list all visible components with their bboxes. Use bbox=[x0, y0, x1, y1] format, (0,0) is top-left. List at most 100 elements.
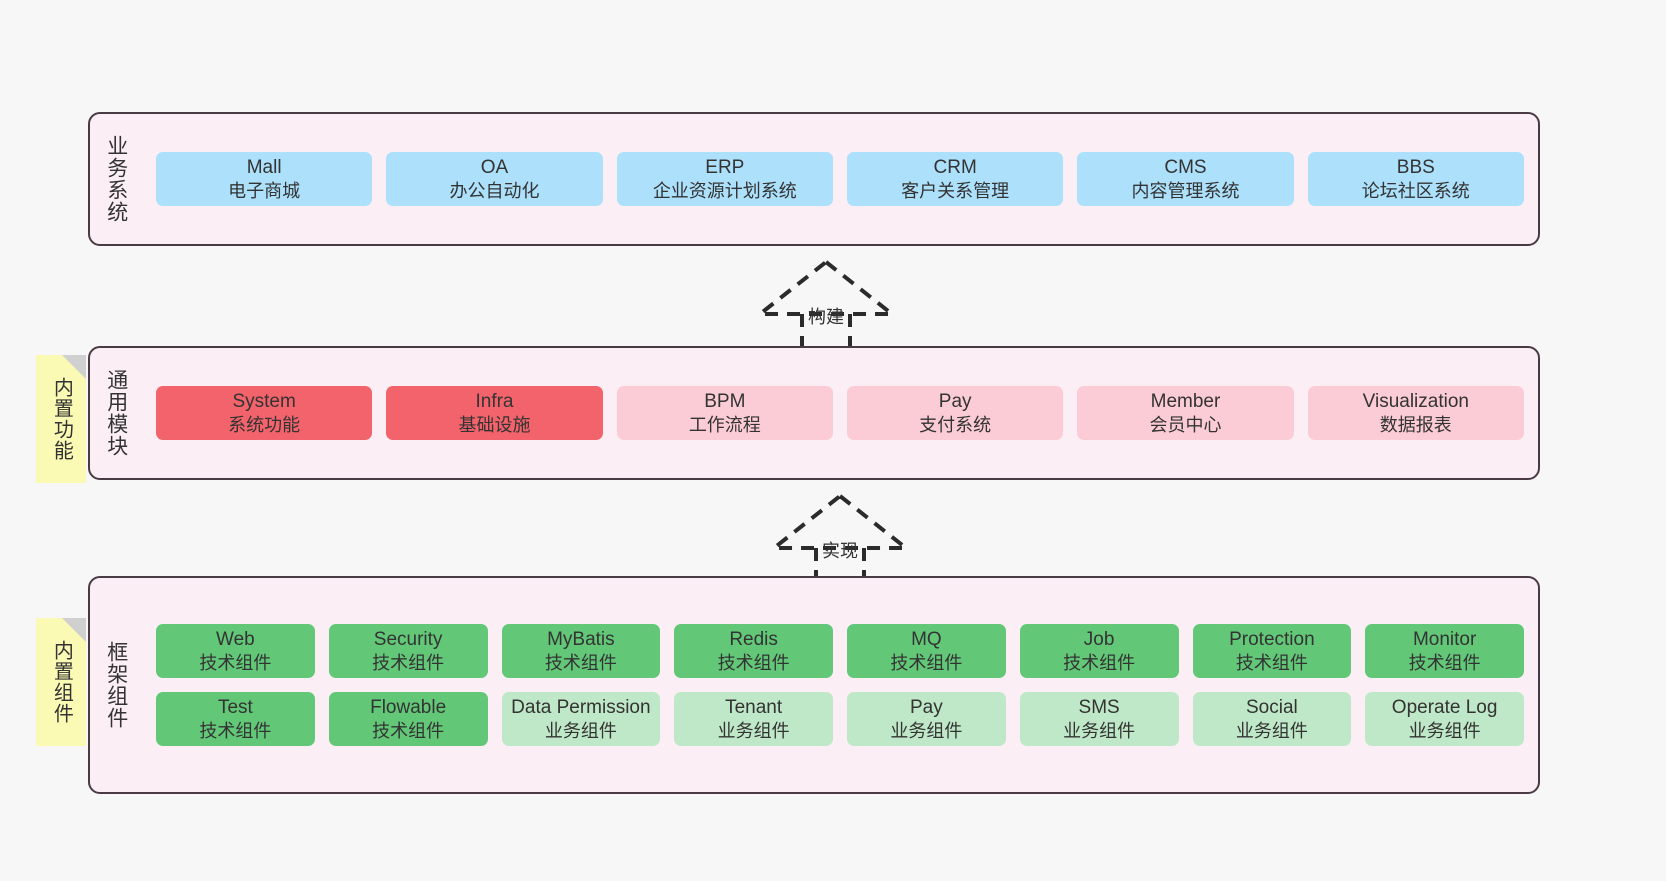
layer-framework-components-body: Web 技术组件 Security 技术组件 MyBatis 技术组件 Redi… bbox=[142, 578, 1538, 792]
node-title: Social bbox=[1246, 697, 1298, 718]
node-subtitle: 技术组件 bbox=[890, 652, 963, 673]
node-monitor[interactable]: Monitor 技术组件 bbox=[1365, 624, 1524, 678]
framework-components-row-tech: Web 技术组件 Security 技术组件 MyBatis 技术组件 Redi… bbox=[156, 624, 1524, 678]
note-builtin-function-text: 内置功能 bbox=[50, 377, 73, 461]
node-web[interactable]: Web 技术组件 bbox=[156, 624, 315, 678]
node-subtitle: 技术组件 bbox=[544, 652, 617, 673]
node-title: Web bbox=[216, 629, 255, 651]
node-title: Operate Log bbox=[1391, 697, 1498, 718]
node-subtitle: 企业资源计划系统 bbox=[652, 180, 797, 201]
node-title: MQ bbox=[911, 629, 942, 651]
node-cms[interactable]: CMS 内容管理系统 bbox=[1077, 152, 1294, 206]
connector-build-arrow bbox=[754, 259, 898, 350]
node-title: Test bbox=[217, 697, 253, 718]
layer-common-modules-label: 通用模块 bbox=[104, 369, 128, 457]
layer-common-modules-body: System 系统功能 Infra 基础设施 BPM 工作流程 Pay 支付系统… bbox=[142, 348, 1538, 478]
layer-business-systems-label: 业务系统 bbox=[104, 135, 128, 223]
node-title: System bbox=[232, 391, 296, 413]
node-subtitle: 技术组件 bbox=[372, 652, 445, 673]
node-subtitle: 技术组件 bbox=[199, 652, 272, 673]
node-mybatis[interactable]: MyBatis 技术组件 bbox=[501, 624, 661, 678]
node-job[interactable]: Job 技术组件 bbox=[1019, 624, 1179, 678]
node-title: Redis bbox=[729, 629, 778, 651]
node-member[interactable]: Member 会员中心 bbox=[1077, 386, 1294, 440]
node-subtitle: 业务组件 bbox=[1063, 720, 1136, 741]
node-subtitle: 技术组件 bbox=[199, 720, 272, 741]
node-subtitle: 业务组件 bbox=[717, 720, 790, 741]
note-builtin-component: 内置组件 bbox=[36, 618, 86, 746]
node-subtitle: 技术组件 bbox=[1063, 652, 1136, 673]
node-title: Security bbox=[373, 629, 443, 651]
node-title: MyBatis bbox=[547, 629, 615, 651]
node-title: Pay bbox=[910, 697, 943, 718]
node-subtitle: 支付系统 bbox=[919, 414, 992, 435]
node-mq[interactable]: MQ 技术组件 bbox=[847, 624, 1006, 678]
node-visualization[interactable]: Visualization 数据报表 bbox=[1307, 386, 1524, 440]
node-subtitle: 业务组件 bbox=[1235, 720, 1308, 741]
node-title: Mall bbox=[246, 157, 282, 179]
node-pay-module[interactable]: Pay 支付系统 bbox=[846, 386, 1064, 440]
node-subtitle: 客户关系管理 bbox=[901, 180, 1010, 201]
note-fold-corner-icon bbox=[62, 355, 86, 379]
layer-framework-components[interactable]: 框架组件 Web 技术组件 Security 技术组件 MyBatis 技术组件… bbox=[88, 576, 1540, 794]
node-title: BBS bbox=[1396, 157, 1435, 179]
node-title: Pay bbox=[938, 391, 972, 413]
node-security[interactable]: Security 技术组件 bbox=[328, 624, 488, 678]
node-subtitle: 办公自动化 bbox=[449, 180, 540, 201]
node-subtitle: 数据报表 bbox=[1379, 414, 1452, 435]
node-protection[interactable]: Protection 技术组件 bbox=[1192, 624, 1352, 678]
node-title: Tenant bbox=[725, 697, 783, 718]
node-social[interactable]: Social 业务组件 bbox=[1192, 692, 1352, 746]
node-subtitle: 技术组件 bbox=[372, 720, 445, 741]
node-title: CMS bbox=[1164, 157, 1207, 179]
connector-implement-label: 实现 bbox=[822, 541, 858, 561]
node-mall[interactable]: Mall 电子商城 bbox=[156, 152, 373, 206]
node-title: Monitor bbox=[1412, 629, 1477, 651]
arrow-stem bbox=[800, 314, 852, 350]
node-subtitle: 业务组件 bbox=[890, 720, 963, 741]
layer-common-modules[interactable]: 通用模块 System 系统功能 Infra 基础设施 BPM 工作流程 Pay bbox=[88, 346, 1540, 480]
node-subtitle: 论坛社区系统 bbox=[1361, 180, 1470, 201]
node-title: BPM bbox=[704, 391, 746, 413]
node-oa[interactable]: OA 办公自动化 bbox=[386, 152, 603, 206]
layer-business-systems[interactable]: 业务系统 Mall 电子商城 OA 办公自动化 ERP 企业资源计划系统 CRM bbox=[88, 112, 1540, 246]
node-data-permission[interactable]: Data Permission 业务组件 bbox=[501, 692, 661, 746]
node-subtitle: 基础设施 bbox=[458, 414, 531, 435]
note-fold-corner-icon bbox=[62, 618, 86, 642]
note-builtin-function: 内置功能 bbox=[36, 355, 86, 483]
node-erp[interactable]: ERP 企业资源计划系统 bbox=[616, 152, 833, 206]
node-subtitle: 技术组件 bbox=[1408, 652, 1481, 673]
node-system[interactable]: System 系统功能 bbox=[156, 386, 373, 440]
framework-components-row-business: Test 技术组件 Flowable 技术组件 Data Permission … bbox=[156, 692, 1524, 746]
node-sms[interactable]: SMS 业务组件 bbox=[1019, 692, 1179, 746]
node-title: Visualization bbox=[1362, 391, 1469, 413]
node-operate-log[interactable]: Operate Log 业务组件 bbox=[1365, 692, 1524, 746]
node-bbs[interactable]: BBS 论坛社区系统 bbox=[1307, 152, 1524, 206]
node-subtitle: 工作流程 bbox=[688, 414, 761, 435]
connector-implement: 实现 bbox=[768, 492, 920, 584]
layer-framework-components-label: 框架组件 bbox=[104, 641, 128, 729]
node-title: Flowable bbox=[370, 697, 447, 718]
node-infra[interactable]: Infra 基础设施 bbox=[386, 386, 603, 440]
node-subtitle: 系统功能 bbox=[228, 414, 301, 435]
node-title: ERP bbox=[705, 157, 745, 179]
node-subtitle: 技术组件 bbox=[717, 652, 790, 673]
layer-business-systems-body: Mall 电子商城 OA 办公自动化 ERP 企业资源计划系统 CRM 客户关系… bbox=[142, 114, 1538, 244]
node-flowable[interactable]: Flowable 技术组件 bbox=[328, 692, 488, 746]
node-bpm[interactable]: BPM 工作流程 bbox=[616, 386, 833, 440]
node-pay-component[interactable]: Pay 业务组件 bbox=[847, 692, 1006, 746]
node-subtitle: 业务组件 bbox=[1408, 720, 1481, 741]
node-redis[interactable]: Redis 技术组件 bbox=[674, 624, 833, 678]
connector-build: 构建 bbox=[754, 258, 906, 350]
node-title: Member bbox=[1150, 391, 1221, 413]
node-test[interactable]: Test 技术组件 bbox=[156, 692, 315, 746]
node-subtitle: 技术组件 bbox=[1235, 652, 1308, 673]
node-title: CRM bbox=[933, 157, 977, 179]
node-title: SMS bbox=[1078, 697, 1120, 718]
node-subtitle: 会员中心 bbox=[1149, 414, 1222, 435]
node-tenant[interactable]: Tenant 业务组件 bbox=[674, 692, 833, 746]
common-modules-row: System 系统功能 Infra 基础设施 BPM 工作流程 Pay 支付系统… bbox=[156, 386, 1524, 440]
connector-build-label: 构建 bbox=[808, 307, 844, 327]
node-crm[interactable]: CRM 客户关系管理 bbox=[846, 152, 1064, 206]
